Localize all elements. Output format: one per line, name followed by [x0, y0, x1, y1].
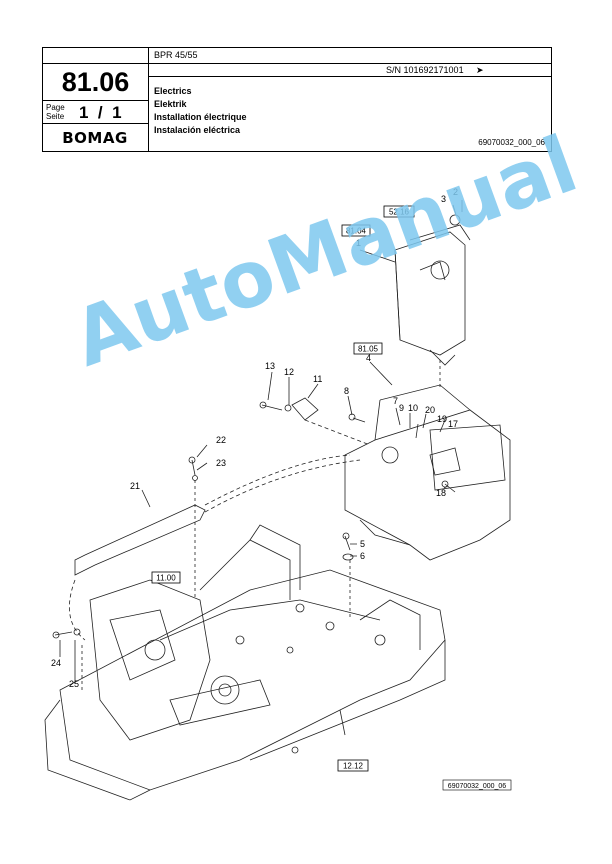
callout-4: 4	[366, 353, 371, 363]
model-name: BPR 45/55	[154, 50, 198, 60]
title-en: Electrics	[154, 86, 192, 96]
serial-number: S/N 101692171001	[386, 65, 464, 75]
ref-box-52-16: 52.16	[383, 205, 415, 218]
title-fr: Installation électrique	[154, 112, 247, 122]
svg-text:12.12: 12.12	[343, 762, 364, 771]
ref-box-12-12: 12.12	[337, 759, 369, 772]
callout-21: 21	[130, 481, 140, 491]
callout-22: 22	[216, 435, 226, 445]
svg-text:81.04: 81.04	[346, 227, 367, 236]
frame-bracket-right	[359, 599, 421, 650]
callout-7: 7	[393, 396, 398, 406]
callout-5: 5	[360, 539, 365, 549]
callout-17: 17	[448, 419, 458, 429]
cable-harness	[74, 504, 206, 576]
callout-13: 13	[265, 361, 275, 371]
svg-text:11.00: 11.00	[156, 574, 176, 583]
callout-10: 10	[408, 403, 418, 413]
ref-box-81-04: 81.04	[341, 224, 371, 237]
page-number: 1 / 1	[79, 103, 122, 122]
callout-12: 12	[284, 367, 294, 377]
title-block: 81.06 Page Seite 1 / 1 BOMAG BPR 45/55 S…	[42, 47, 552, 157]
serial-arrow-icon: ➤	[476, 65, 484, 75]
page-label-de: Seite	[46, 112, 65, 121]
svg-text:52.16: 52.16	[389, 208, 410, 217]
titles-cell: Electrics Elektrik Installation électriq…	[148, 76, 552, 152]
cable-clamp	[291, 397, 319, 421]
page-label-en: Page	[46, 103, 65, 112]
control-box-lower	[344, 409, 511, 561]
callout-19: 19	[437, 414, 447, 424]
callout-2: 2	[453, 187, 458, 197]
ref-box-11-00: 11.00	[151, 571, 181, 584]
diagram-drawing-id: 69070032_000_06	[442, 779, 512, 791]
callout-18: 18	[436, 488, 446, 498]
header-drawing-id: 69070032_000_06	[478, 138, 545, 147]
ref-box-81-05: 81.05	[353, 342, 383, 355]
callout-6: 6	[360, 551, 365, 561]
callout-20: 20	[425, 405, 435, 415]
callout-1: 1	[356, 238, 361, 248]
callout-3: 3	[441, 194, 446, 204]
section-number: 81.06	[61, 67, 130, 97]
callout-11: 11	[313, 374, 322, 384]
frame-bracket-left	[199, 539, 291, 600]
bomag-logo: BOMAG	[62, 129, 128, 147]
callout-9: 9	[399, 403, 404, 413]
title-de: Elektrik	[154, 99, 187, 109]
callout-23: 23	[216, 458, 226, 468]
svg-text:69070032_000_06: 69070032_000_06	[448, 783, 507, 790]
control-box-upper	[394, 231, 466, 356]
callout-24: 24	[51, 658, 61, 668]
callout-8: 8	[344, 386, 349, 396]
title-es: Instalación eléctrica	[154, 125, 241, 135]
brand-name: BOMAG	[62, 129, 128, 147]
svg-text:81.05: 81.05	[358, 345, 379, 354]
callout-25: 25	[69, 679, 79, 689]
machine-frame	[59, 569, 446, 791]
engine-block	[89, 579, 211, 741]
